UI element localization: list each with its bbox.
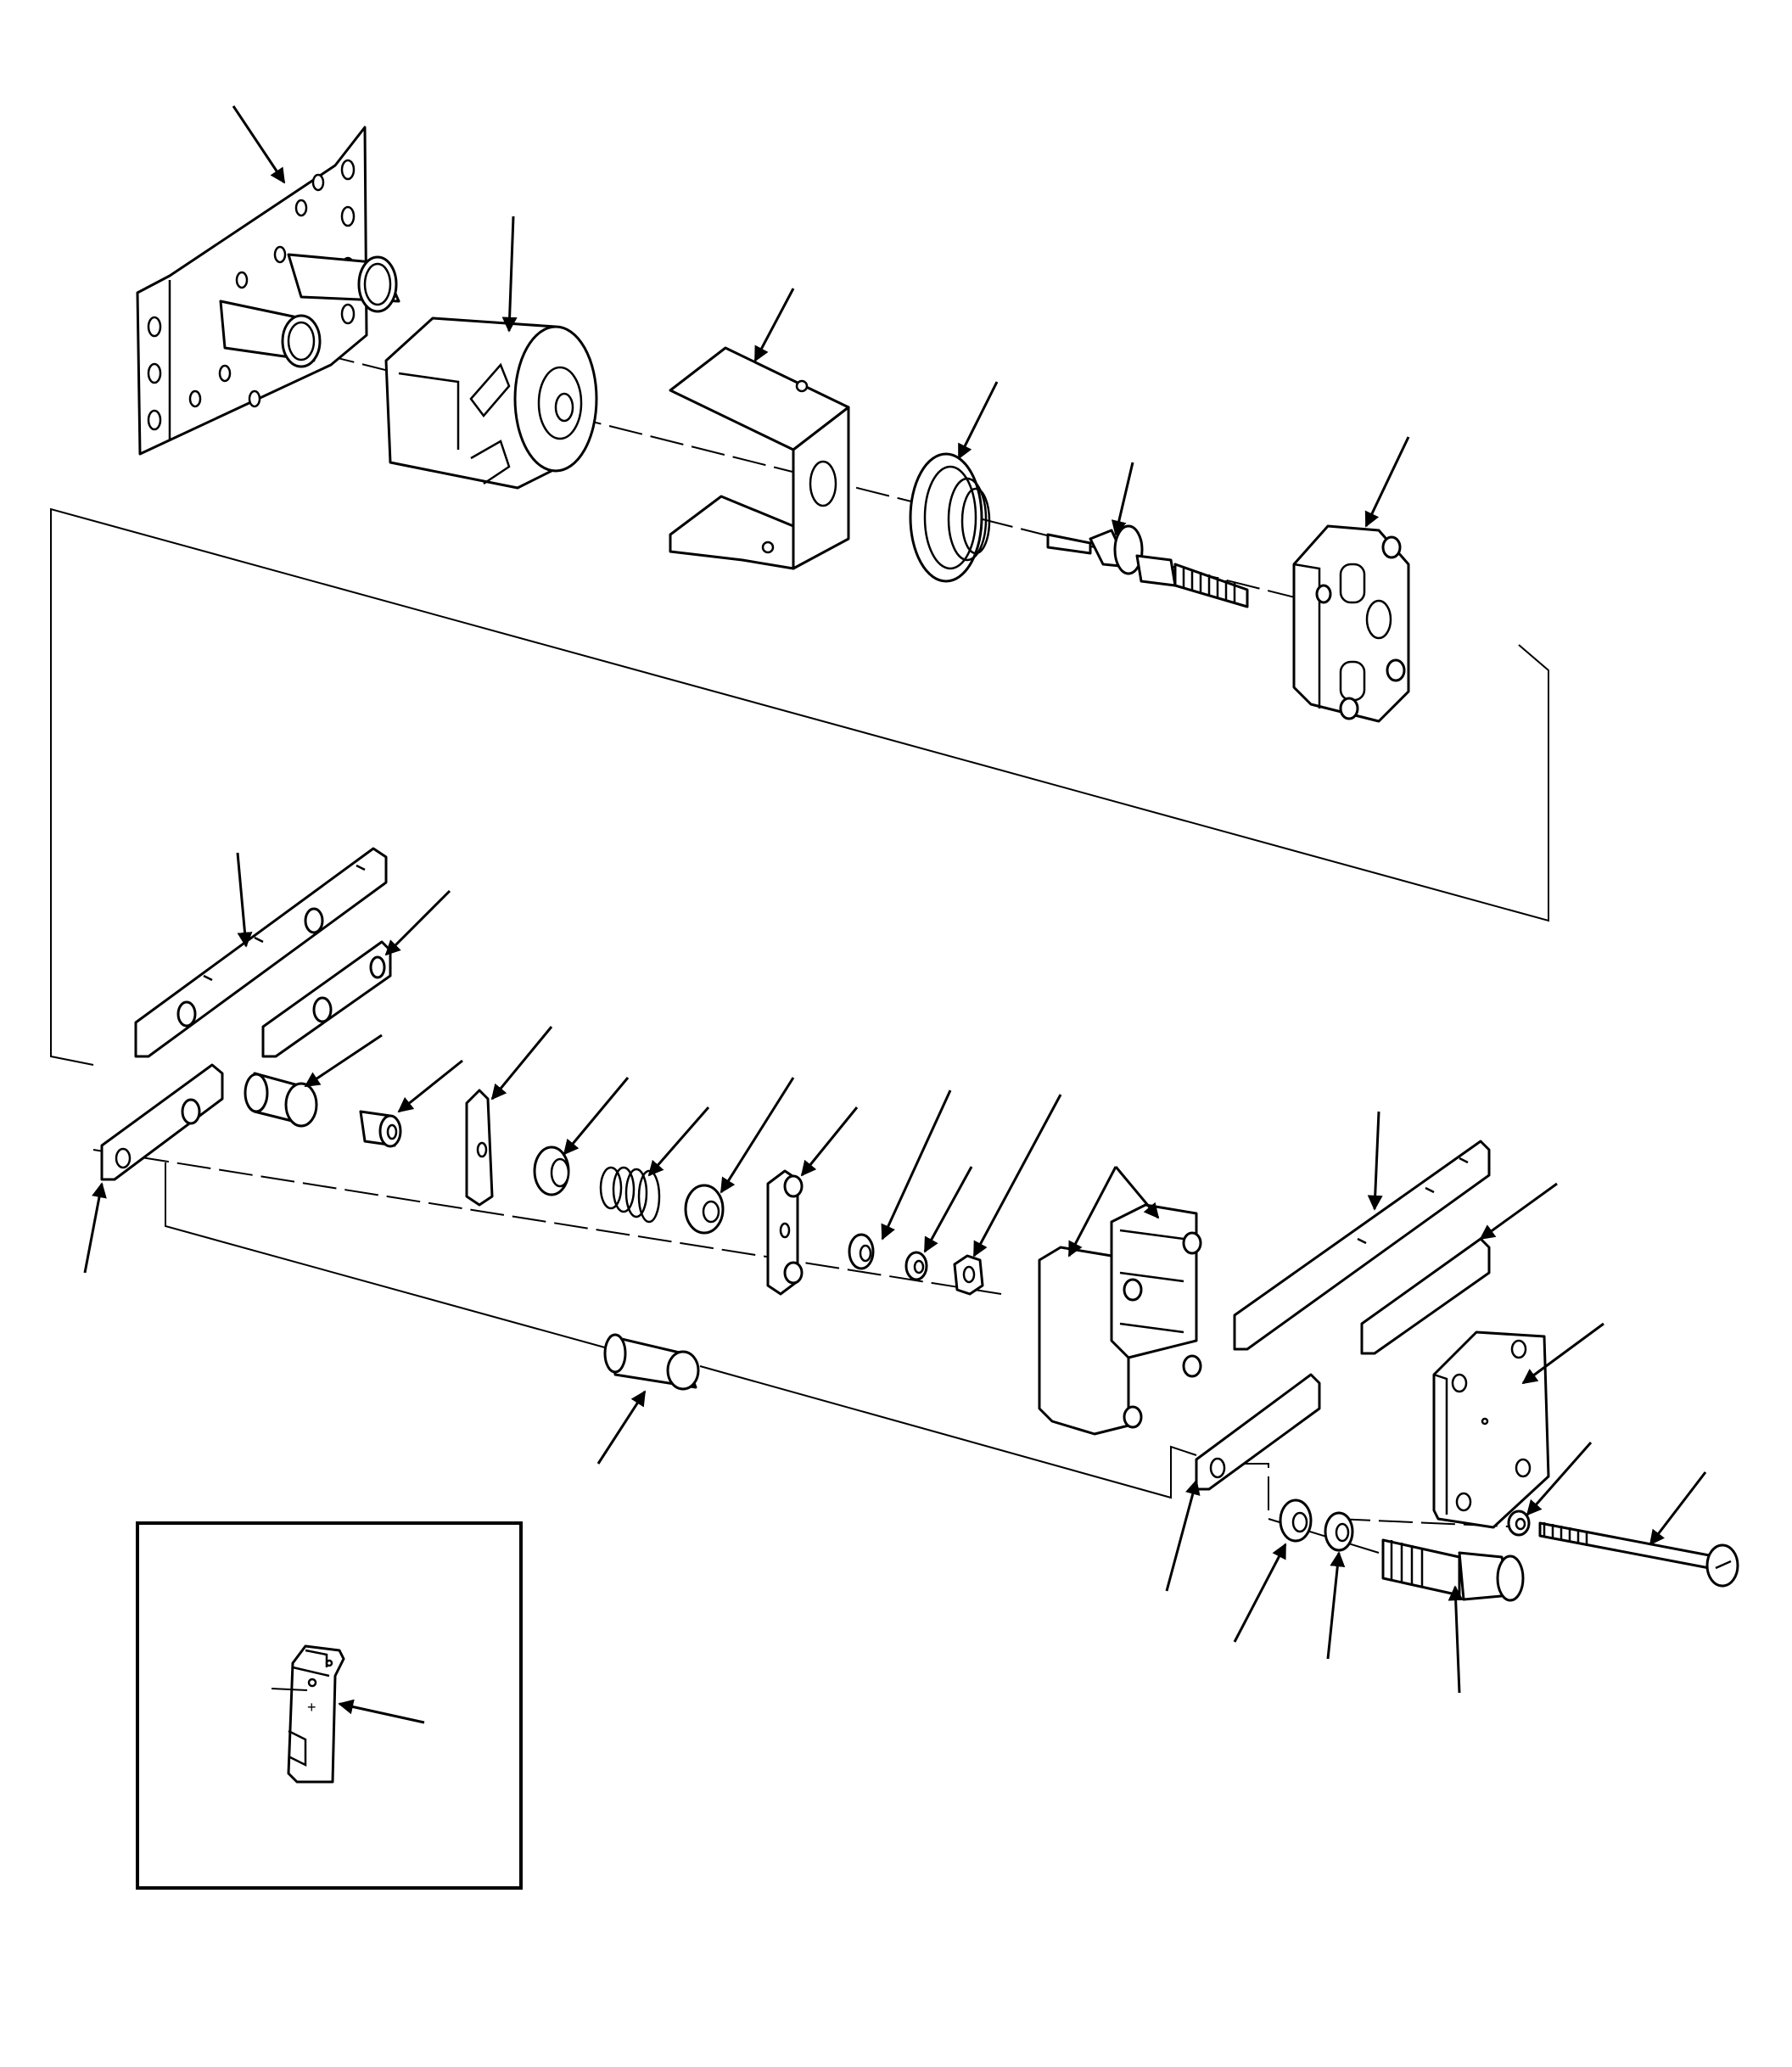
callout-arrow-19a bbox=[1067, 1166, 1117, 1258]
contact-lever bbox=[465, 1089, 494, 1207]
long-machine-screw bbox=[1538, 1521, 1739, 1588]
inset-detail: + bbox=[136, 1521, 523, 1890]
bushing-small bbox=[359, 1110, 402, 1148]
callout-arrow-19b bbox=[1114, 1166, 1160, 1219]
callout-arrow-12 bbox=[563, 1077, 630, 1156]
callout-arrow-30 bbox=[1448, 1585, 1464, 1694]
bushing-large bbox=[244, 1072, 318, 1128]
callout-arrow-6 bbox=[1364, 436, 1410, 528]
lock-washer bbox=[904, 1251, 928, 1281]
callout-arrow-24 bbox=[1521, 1322, 1604, 1385]
callout-arrow-10 bbox=[397, 1059, 463, 1113]
callout-arrow-14 bbox=[720, 1077, 795, 1194]
callout-arrow-27 bbox=[1165, 1479, 1201, 1592]
callout-arrow-23 bbox=[596, 1390, 647, 1465]
inset-frame bbox=[136, 1521, 523, 1890]
callout-arrow-25 bbox=[1526, 1442, 1593, 1516]
callout-arrow-1 bbox=[232, 105, 286, 184]
cap-screw bbox=[1381, 1538, 1525, 1602]
spacer-washer bbox=[533, 1146, 570, 1196]
bracket bbox=[669, 346, 850, 570]
end-cover bbox=[1292, 524, 1410, 723]
compression-spring bbox=[599, 1166, 661, 1224]
flat-washer bbox=[684, 1184, 725, 1235]
callout-arrow-18 bbox=[972, 1094, 1062, 1258]
callout-arrow-3 bbox=[753, 288, 795, 362]
washer-b bbox=[1324, 1511, 1354, 1552]
callout-arrow-28 bbox=[1233, 1543, 1287, 1643]
inset-contact-clip: + bbox=[271, 1644, 345, 1784]
callout-arrow-16 bbox=[881, 1090, 952, 1241]
plunger bbox=[1046, 524, 1249, 608]
callout-arrow-11 bbox=[490, 1026, 553, 1101]
callout-arrow-4 bbox=[957, 381, 999, 460]
callout-arrow-17 bbox=[923, 1166, 973, 1253]
diaphragm-seal bbox=[909, 452, 991, 583]
contact-strip-right-lower bbox=[1195, 1373, 1321, 1491]
callout-arrow-5 bbox=[1111, 462, 1134, 536]
callout-arrow-21 bbox=[1479, 1182, 1558, 1241]
contact-strip-lower bbox=[100, 1063, 224, 1181]
contact-strip-right-long bbox=[1233, 1140, 1491, 1351]
contact-strip-short bbox=[261, 940, 392, 1058]
terminal-block bbox=[1038, 1203, 1202, 1436]
callout-arrow-15 bbox=[800, 1106, 859, 1177]
contact-washer bbox=[848, 1233, 875, 1270]
callout-arrow-29 bbox=[1326, 1551, 1346, 1660]
callout-arrow-8 bbox=[384, 889, 451, 956]
cover-plate bbox=[1432, 1330, 1550, 1529]
callout-arrow-9 bbox=[304, 1034, 383, 1088]
callout-arrow-22 bbox=[83, 1182, 107, 1274]
contact-plate bbox=[766, 1169, 804, 1296]
small-washer-right bbox=[1507, 1510, 1531, 1537]
callout-arrow-13 bbox=[647, 1106, 710, 1177]
spacer-sleeve bbox=[603, 1333, 700, 1391]
callout-arrow-7 bbox=[236, 852, 253, 948]
callout-arrow-26 bbox=[1649, 1471, 1707, 1546]
washer-a bbox=[1279, 1498, 1313, 1543]
hex-nut bbox=[953, 1254, 984, 1296]
solenoid-housing bbox=[384, 316, 598, 490]
inset-polarity-mark: + bbox=[307, 1699, 316, 1716]
callout-arrows bbox=[83, 105, 1707, 1694]
callout-arrow-20 bbox=[1367, 1111, 1383, 1211]
contact-strip-right-short bbox=[1360, 1237, 1491, 1355]
callout-arrow-31 bbox=[338, 1699, 425, 1724]
callout-arrow-2 bbox=[501, 216, 518, 333]
mounting-plate bbox=[136, 126, 400, 456]
contact-strip-long bbox=[134, 847, 388, 1058]
